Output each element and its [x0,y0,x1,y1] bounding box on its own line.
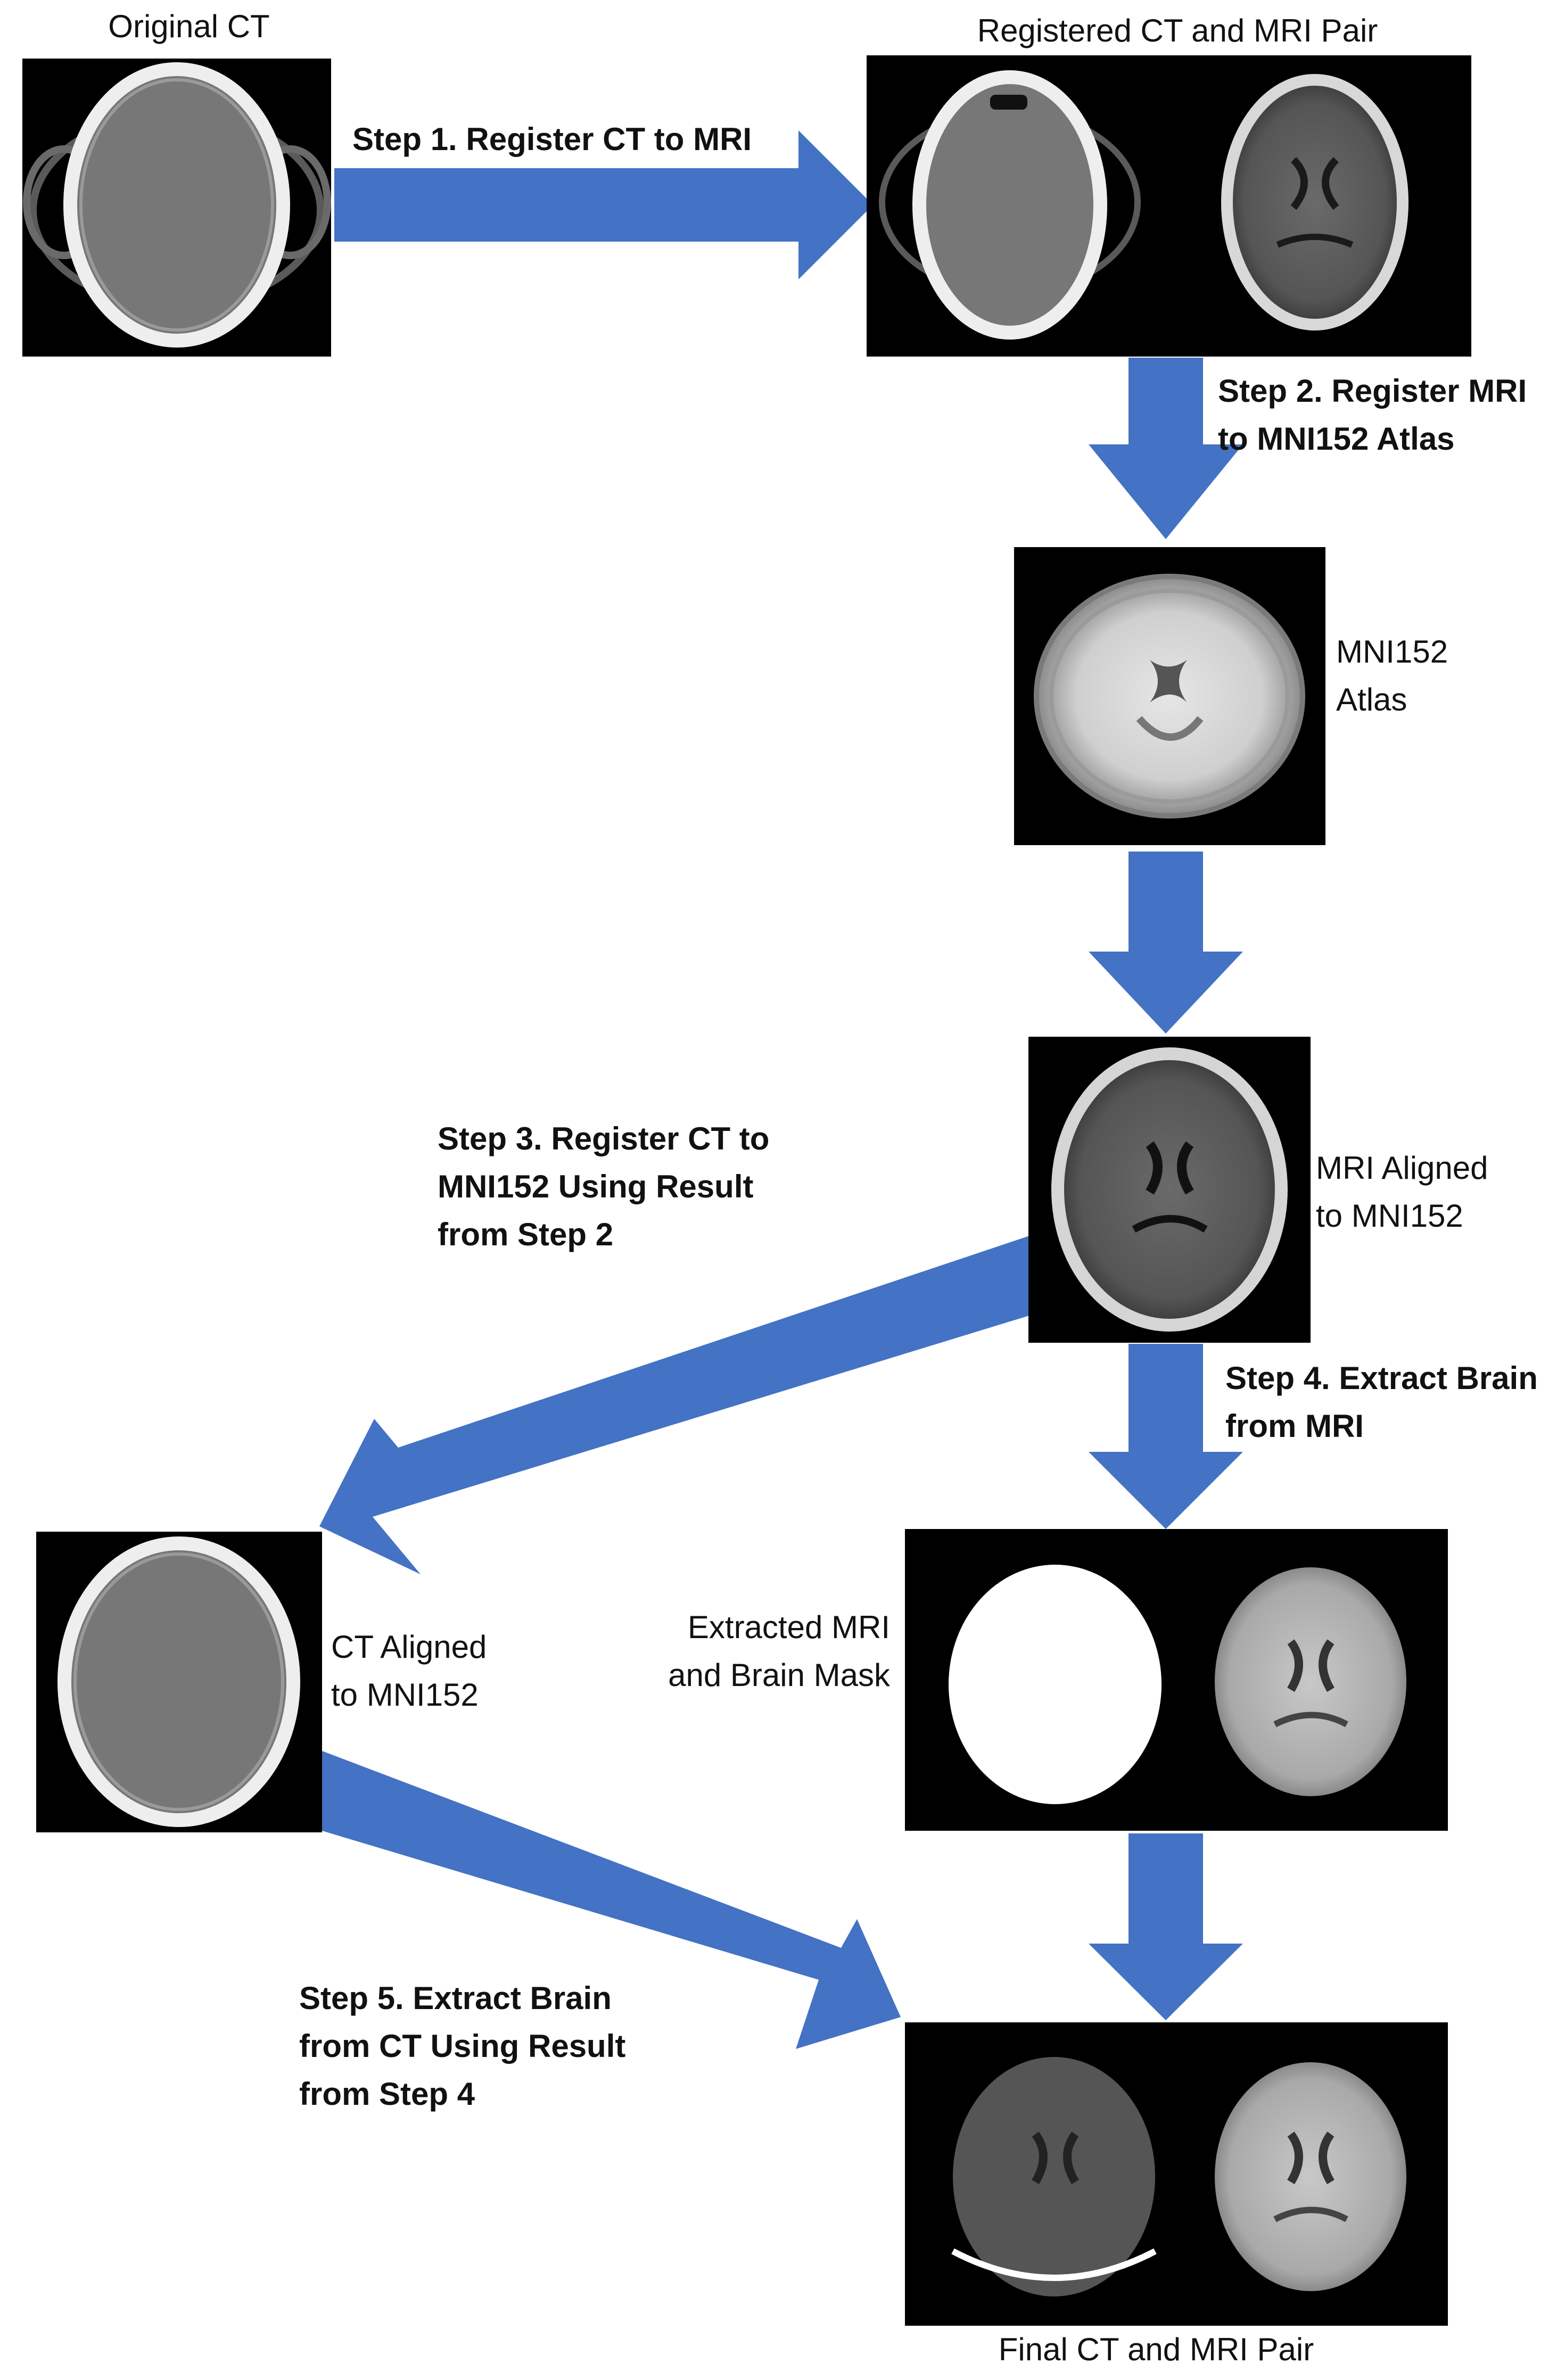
step5-arrow [322,1751,901,2049]
ct-aligned-caption-line2: to MNI152 [331,1677,479,1713]
original-ct-caption: Original CT [108,9,269,44]
step1-label: Step 1. Register CT to MRI [352,121,752,157]
step5-label-line1: Step 5. Extract Brain [299,1980,612,2016]
step3-arrow [319,1235,1033,1574]
step2-label-line1: Step 2. Register MRI [1218,373,1527,409]
extracted-to-final-arrow [1089,1833,1243,2020]
ct-aligned-caption-line1: CT Aligned [331,1629,487,1665]
step4-arrow [1089,1344,1243,1529]
arrows [319,130,1243,2049]
extracted-image [905,1529,1448,1831]
step3-label-line3: from Step 2 [438,1217,613,1252]
step2-arrow [1089,358,1243,539]
registered-pair-image [867,55,1471,357]
step2-label-line2: to MNI152 Atlas [1218,421,1455,457]
ct-aligned-image [36,1532,322,1832]
extracted-caption-line1: Extracted MRI [688,1609,890,1645]
step3-label-line1: Step 3. Register CT to [438,1121,769,1156]
step4-label-line1: Step 4. Extract Brain [1225,1360,1538,1396]
original-ct-image [22,59,331,357]
mri-aligned-caption-line1: MRI Aligned [1316,1150,1488,1186]
step1-arrow [334,130,873,279]
final-pair-image [905,2022,1448,2326]
atlas-caption-line1: MNI152 [1336,634,1448,670]
registered-pair-caption: Registered CT and MRI Pair [977,13,1378,48]
mri-aligned-caption-line2: to MNI152 [1316,1198,1463,1234]
final-pair-caption: Final CT and MRI Pair [999,2332,1314,2367]
brain-mask [949,1565,1162,1804]
step5-label-line3: from Step 4 [299,2076,475,2112]
step3-label-line2: MNI152 Using Result [438,1169,753,1204]
extracted-caption-line2: and Brain Mask [668,1657,891,1693]
mri-aligned-image [1028,1037,1311,1343]
atlas-image [1014,547,1325,845]
step5-label-line2: from CT Using Result [299,2028,625,2064]
step4-label-line2: from MRI [1225,1408,1364,1444]
atlas-caption-line2: Atlas [1336,682,1407,717]
atlas-to-mri-arrow [1089,852,1243,1034]
